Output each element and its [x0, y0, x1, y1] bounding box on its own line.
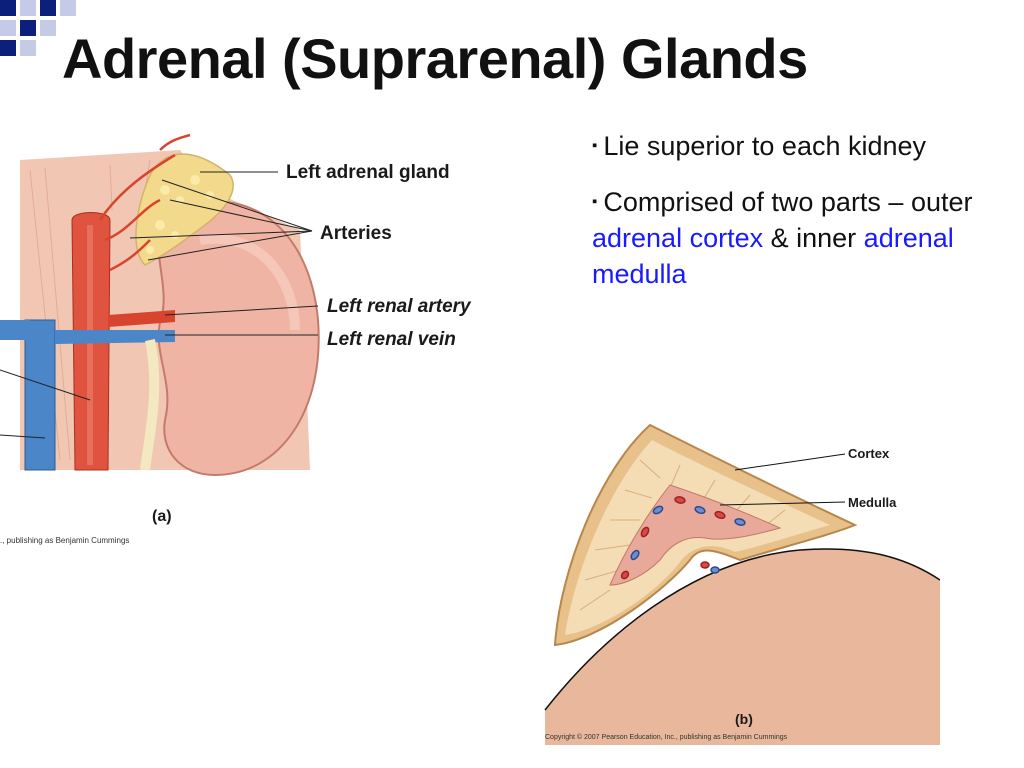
label-cortex: Cortex — [848, 446, 890, 461]
kidney-illustration — [0, 133, 320, 477]
panel-label-a: (a) — [152, 508, 172, 525]
label-left-renal-vein: Left renal vein — [327, 329, 456, 350]
figure-kidney-adrenal: Left adrenal gland Arteries Left renal a… — [0, 130, 520, 560]
label-left-renal-artery: Left renal artery — [327, 296, 471, 317]
bullet-marker-icon: ▪ — [592, 193, 598, 210]
label-arteries: Arteries — [320, 223, 392, 244]
bullet-marker-icon: ▪ — [592, 137, 598, 154]
figure-adrenal-section: Cortex Medulla (b) Copyright © 2007 Pear… — [540, 410, 941, 745]
bullet-item: ▪ Lie superior to each kidney — [592, 128, 992, 164]
credit-b: Copyright © 2007 Pearson Education, Inc.… — [545, 734, 788, 741]
bullet-text: & inner — [763, 223, 864, 253]
bullet-text: Lie superior to each kidney — [603, 131, 927, 161]
bullet-list: ▪ Lie superior to each kidney ▪ Comprised … — [592, 128, 992, 312]
bullet-text: Comprised of two parts – outer — [603, 187, 973, 217]
highlight-term: adrenal medulla — [592, 223, 954, 289]
label-medulla: Medulla — [848, 495, 897, 510]
panel-label-b: (b) — [735, 711, 753, 727]
adrenal-section-illustration — [544, 423, 941, 745]
highlight-term: adrenal cortex — [592, 223, 764, 253]
corner-decoration — [0, 0, 80, 70]
slide-title: Adrenal (Suprarenal) Glands — [62, 27, 808, 90]
credit-a: ., publishing as Benjamin Cummings — [0, 536, 130, 545]
label-left-adrenal-gland: Left adrenal gland — [286, 162, 450, 183]
bullet-item: ▪ Comprised of two parts – outer adrenal … — [592, 184, 992, 292]
